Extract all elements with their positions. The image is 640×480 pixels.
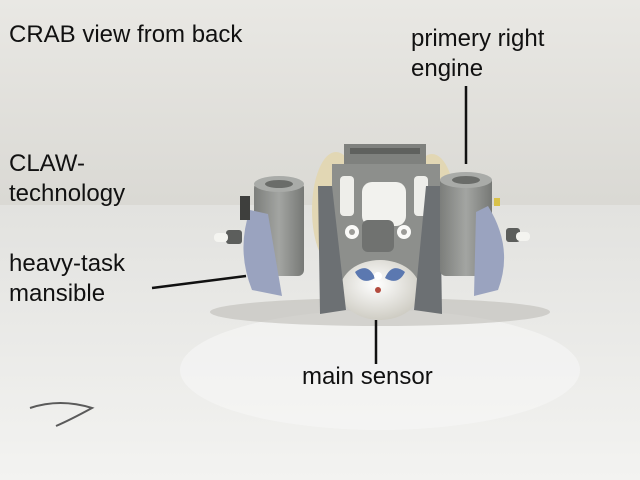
crab-model	[214, 144, 530, 320]
table-reflection	[180, 310, 580, 430]
engine-label-line1: primery right	[411, 25, 545, 52]
right-blue-panel	[474, 206, 505, 296]
table-scuff-mark	[29, 402, 95, 427]
title-label: CRAB view from back	[9, 21, 243, 48]
left-strut	[318, 186, 346, 314]
left-nozzle	[214, 233, 228, 242]
main-sensor-label: main sensor	[302, 363, 433, 390]
heavy-task-mansible-label: heavy-task mansible	[9, 249, 125, 309]
heavy-label-line2: mansible	[9, 280, 106, 307]
heavy-label-line1: heavy-task	[9, 250, 126, 277]
mansible-callout-line	[151, 274, 247, 290]
engine-label-line2: engine	[411, 55, 484, 82]
center-block	[362, 220, 394, 252]
claw-label-line2: technology	[9, 180, 126, 207]
claw-technology-label: CLAW- technology	[9, 149, 125, 209]
primary-right-engine-label: primery right engine	[411, 24, 544, 84]
right-strut	[414, 186, 442, 314]
top-bar	[344, 144, 426, 166]
claw-label-line1: CLAW-	[9, 150, 86, 177]
left-blue-panel	[243, 210, 282, 296]
right-nozzle	[516, 232, 530, 241]
